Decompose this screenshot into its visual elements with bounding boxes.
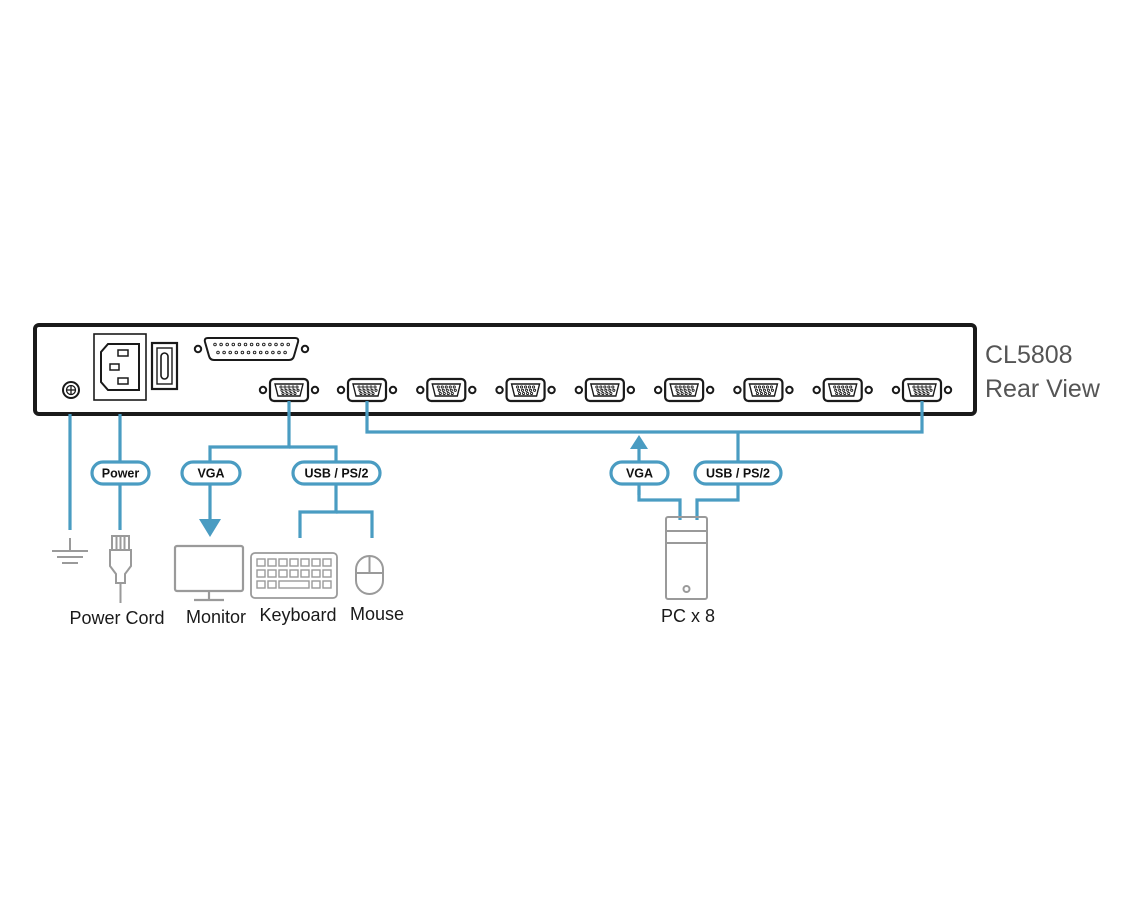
monitor-icon: [173, 544, 245, 602]
ground-icon: [52, 538, 88, 564]
power-label: Power: [90, 460, 151, 486]
power-inlet-icon: [93, 333, 147, 401]
svg-text:Power: Power: [102, 467, 140, 481]
arrow-down-icon: [199, 519, 221, 537]
keyboard-label: Keyboard: [259, 605, 336, 625]
console-usb-label: USB / PS/2: [291, 460, 382, 486]
power-plug-icon: [109, 535, 132, 603]
power-switch[interactable]: [150, 341, 179, 391]
ground-screw-icon: [62, 381, 80, 399]
power-cord-label: Power Cord: [69, 608, 164, 628]
svg-text:VGA: VGA: [197, 467, 224, 481]
pc-label: PC x 8: [661, 606, 715, 626]
svg-text:VGA: VGA: [626, 467, 653, 481]
monitor-label: Monitor: [186, 607, 246, 627]
svg-text:USB / PS/2: USB / PS/2: [706, 467, 770, 481]
pc-tower-icon: [665, 516, 708, 600]
db25-port: [193, 337, 310, 361]
pc-usb-label: USB / PS/2: [693, 460, 783, 486]
pc-vga-label: VGA: [609, 460, 670, 486]
view-name: Rear View: [985, 375, 1101, 403]
console-vga-label: VGA: [180, 460, 242, 486]
mouse-label: Mouse: [350, 604, 404, 624]
svg-text:USB / PS/2: USB / PS/2: [305, 467, 369, 481]
model-name: CL5808: [985, 341, 1073, 369]
mouse-icon: [355, 555, 384, 595]
arrow-up-icon: [630, 435, 648, 449]
keyboard-icon: [250, 552, 338, 599]
